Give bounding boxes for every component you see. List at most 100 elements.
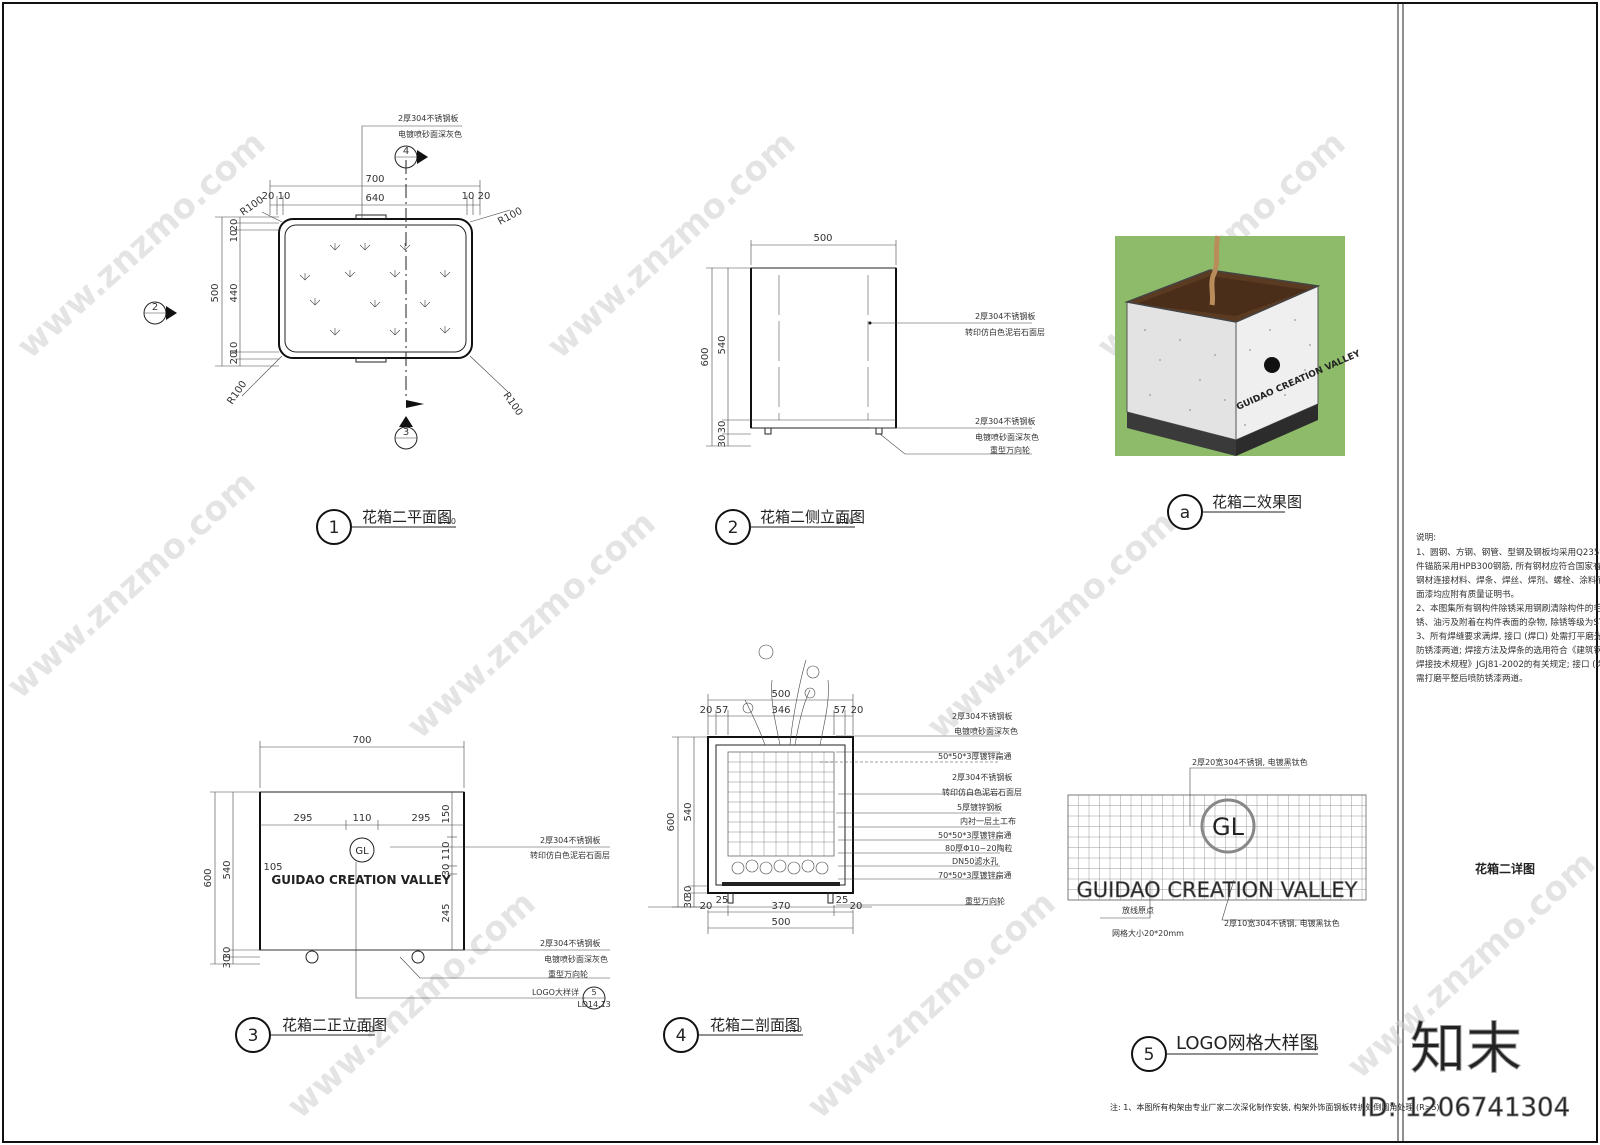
dim-side-height: 600 — [700, 347, 711, 366]
radius-label: R100 — [501, 390, 525, 418]
soil-hatch — [299, 243, 451, 336]
side-callout: 2厚304不锈钢板 — [975, 416, 1035, 426]
dim-plan-left-total: 500 — [210, 283, 221, 302]
logo-callout: 网格大小20*20mm — [1112, 928, 1184, 938]
dim-section-bot-a: 20 — [700, 901, 713, 912]
drawing-scale: 1:10 — [836, 517, 854, 526]
notes-line: 防锈漆两道; 焊接方法及焊条的选用符合《建筑钢结构 — [1416, 644, 1600, 656]
watermark-text: www.znzmo.com — [799, 883, 1063, 1126]
notes-line: 3、所有焊缝要求满焊, 接口 (焊口) 处需打平磨光后喷 — [1416, 630, 1600, 642]
dim-plan-top-left-b: 10 — [278, 191, 291, 202]
section-mark-3: 3 — [394, 416, 418, 450]
drawing-scale: 1:10 — [438, 517, 456, 526]
dim-section-c: 346 — [771, 705, 790, 716]
watermark-text: www.znzmo.com — [0, 463, 263, 706]
dim-section-height: 600 — [666, 812, 677, 831]
front-brand: GUIDAO CREATION VALLEY — [271, 873, 451, 887]
logo-callout: 2厚20宽304不锈钢, 电镀黑钛色 — [1192, 757, 1308, 767]
caster — [305, 950, 319, 964]
dim-section-e: 20 — [851, 705, 864, 716]
drawing-scale: 1:5 — [1306, 1043, 1319, 1052]
brand-logo-icon — [1200, 798, 1256, 854]
drawing-number: 3 — [248, 1026, 259, 1046]
plant-sketch — [742, 644, 829, 746]
dim-section-main: 540 — [683, 802, 694, 821]
radius-label: R100 — [238, 195, 266, 219]
dim-front-r4: 245 — [441, 903, 452, 922]
logo-callout: 放线原点 — [1122, 905, 1154, 915]
mesh-fill — [727, 751, 835, 857]
brand-logo-icon — [349, 837, 375, 863]
caster — [827, 892, 834, 904]
section-callout: 50*50*3厚镀锌扁通 — [938, 751, 1011, 761]
svg-text:3: 3 — [403, 427, 409, 438]
dim-section-bot-b: 25 — [716, 895, 729, 906]
dim-section-b: 57 — [716, 705, 729, 716]
dim-section-bot-mid: 370 — [771, 901, 790, 912]
dim-front-foot-a: 30 — [222, 947, 233, 960]
drawing-number: 1 — [329, 518, 340, 538]
watermark-logo: 知末 — [1410, 1017, 1522, 1082]
dim-front-seg-mid: 110 — [352, 813, 371, 824]
sheet-title: 花箱二详图 — [1475, 861, 1535, 876]
dim-plan-left-bot-a: 20 — [229, 352, 240, 365]
logo-brand: GUIDAO CREATION VALLEY — [1077, 878, 1358, 902]
side-callout: 重型万向轮 — [990, 445, 1030, 455]
dim-front-main: 540 — [222, 860, 233, 879]
notes-line: 件锚筋采用HPB300钢筋, 所有钢材应符合国家有关标准, — [1416, 560, 1600, 572]
drawing-title: LOGO网格大样图 — [1176, 1033, 1318, 1054]
notes-line: 锈、油污及附着在构件表面的杂物, 除锈等级为ST2。 — [1416, 616, 1600, 628]
dim-plan-top-left-a: 20 — [262, 191, 275, 202]
front-callout: 2厚304不锈钢板 — [540, 835, 600, 845]
detail-ref-bottom: LD14.13 — [577, 1000, 611, 1009]
dim-front-r1: 150 — [441, 804, 452, 823]
dim-side-main: 540 — [717, 335, 728, 354]
dim-section-bottom-total: 500 — [771, 917, 790, 928]
plan-tab-bottom — [355, 357, 387, 363]
drawing-number: 2 — [728, 518, 739, 538]
caster — [411, 950, 425, 964]
side-callout: 电镀喷砂面深灰色 — [975, 432, 1039, 442]
dim-section-d: 57 — [834, 705, 847, 716]
plan-outline — [278, 218, 473, 359]
section-callout: 80厚Φ10~20陶粒 — [945, 843, 1013, 853]
plan-callout-1: 2厚304不锈钢板 — [398, 113, 458, 123]
drawing-title: 花箱二侧立面图 — [760, 508, 865, 526]
watermark-text: www.znzmo.com — [279, 883, 543, 1126]
drawing-scale: 1:10 — [784, 1025, 802, 1034]
front-callout: 重型万向轮 — [548, 969, 588, 979]
section-outline — [707, 736, 854, 894]
front-callout: LOGO大样详 — [532, 987, 579, 997]
caster — [727, 892, 734, 904]
watermark-text: www.znzmo.com — [9, 123, 273, 366]
section-callout: 2厚304不锈钢板 — [952, 772, 1012, 782]
render-view: GUIDAO CREATION VALLEY a 花箱二效果图 — [1115, 235, 1363, 530]
side-callout: 2厚304不锈钢板 — [975, 311, 1035, 321]
footer-note: 注: 1、本图所有构架由专业厂家二次深化制作安装, 构架外饰面钢板转折处倒圆角处… — [1110, 1102, 1440, 1112]
notes-line: 2、本图集所有钢构件除锈采用钢刷清除构件的毛刺、铁 — [1416, 602, 1600, 614]
drawing-title: 花箱二剖面图 — [710, 1016, 800, 1034]
dim-front-seg-right: 295 — [411, 813, 430, 824]
section-mark-4: 4 — [394, 145, 428, 169]
logo-grid — [1067, 794, 1366, 901]
drawing-title: 花箱二正立面图 — [282, 1016, 387, 1034]
dim-side-width: 500 — [813, 233, 832, 244]
notes-line: 钢材连接材料、焊条、焊丝、焊剂、螺栓、涂料底漆及 — [1416, 574, 1600, 586]
plan-view: 700 640 20 10 10 20 500 440 20 10 20 10 … — [143, 113, 525, 545]
radius-label: R100 — [225, 379, 249, 407]
notes-line: 面漆均应附有质量证明书。 — [1416, 588, 1519, 600]
stone-texture — [1144, 319, 1311, 426]
svg-text:2: 2 — [152, 302, 158, 313]
notes-line: 焊接技术规程》JGJ81-2002的有关规定; 接口 (焊口) 处 — [1416, 658, 1600, 670]
notes-heading: 说明: — [1416, 531, 1436, 543]
dim-front-r2: 110 — [441, 841, 452, 860]
watermark-id: ID: 1206741304 — [1360, 1093, 1570, 1123]
drawing-scale: 1:10 — [356, 1025, 374, 1034]
section-callout: DN50滤水孔 — [952, 856, 998, 866]
front-callout: 2厚304不锈钢板 — [540, 938, 600, 948]
drawing-number: 5 — [1144, 1045, 1155, 1065]
side-elevation: 500 600 540 30 30 2厚304不锈钢板 转印仿白色泥岩石面层 2… — [700, 233, 1045, 545]
side-outline — [750, 267, 897, 429]
section-mark-2: 2 — [143, 301, 177, 325]
